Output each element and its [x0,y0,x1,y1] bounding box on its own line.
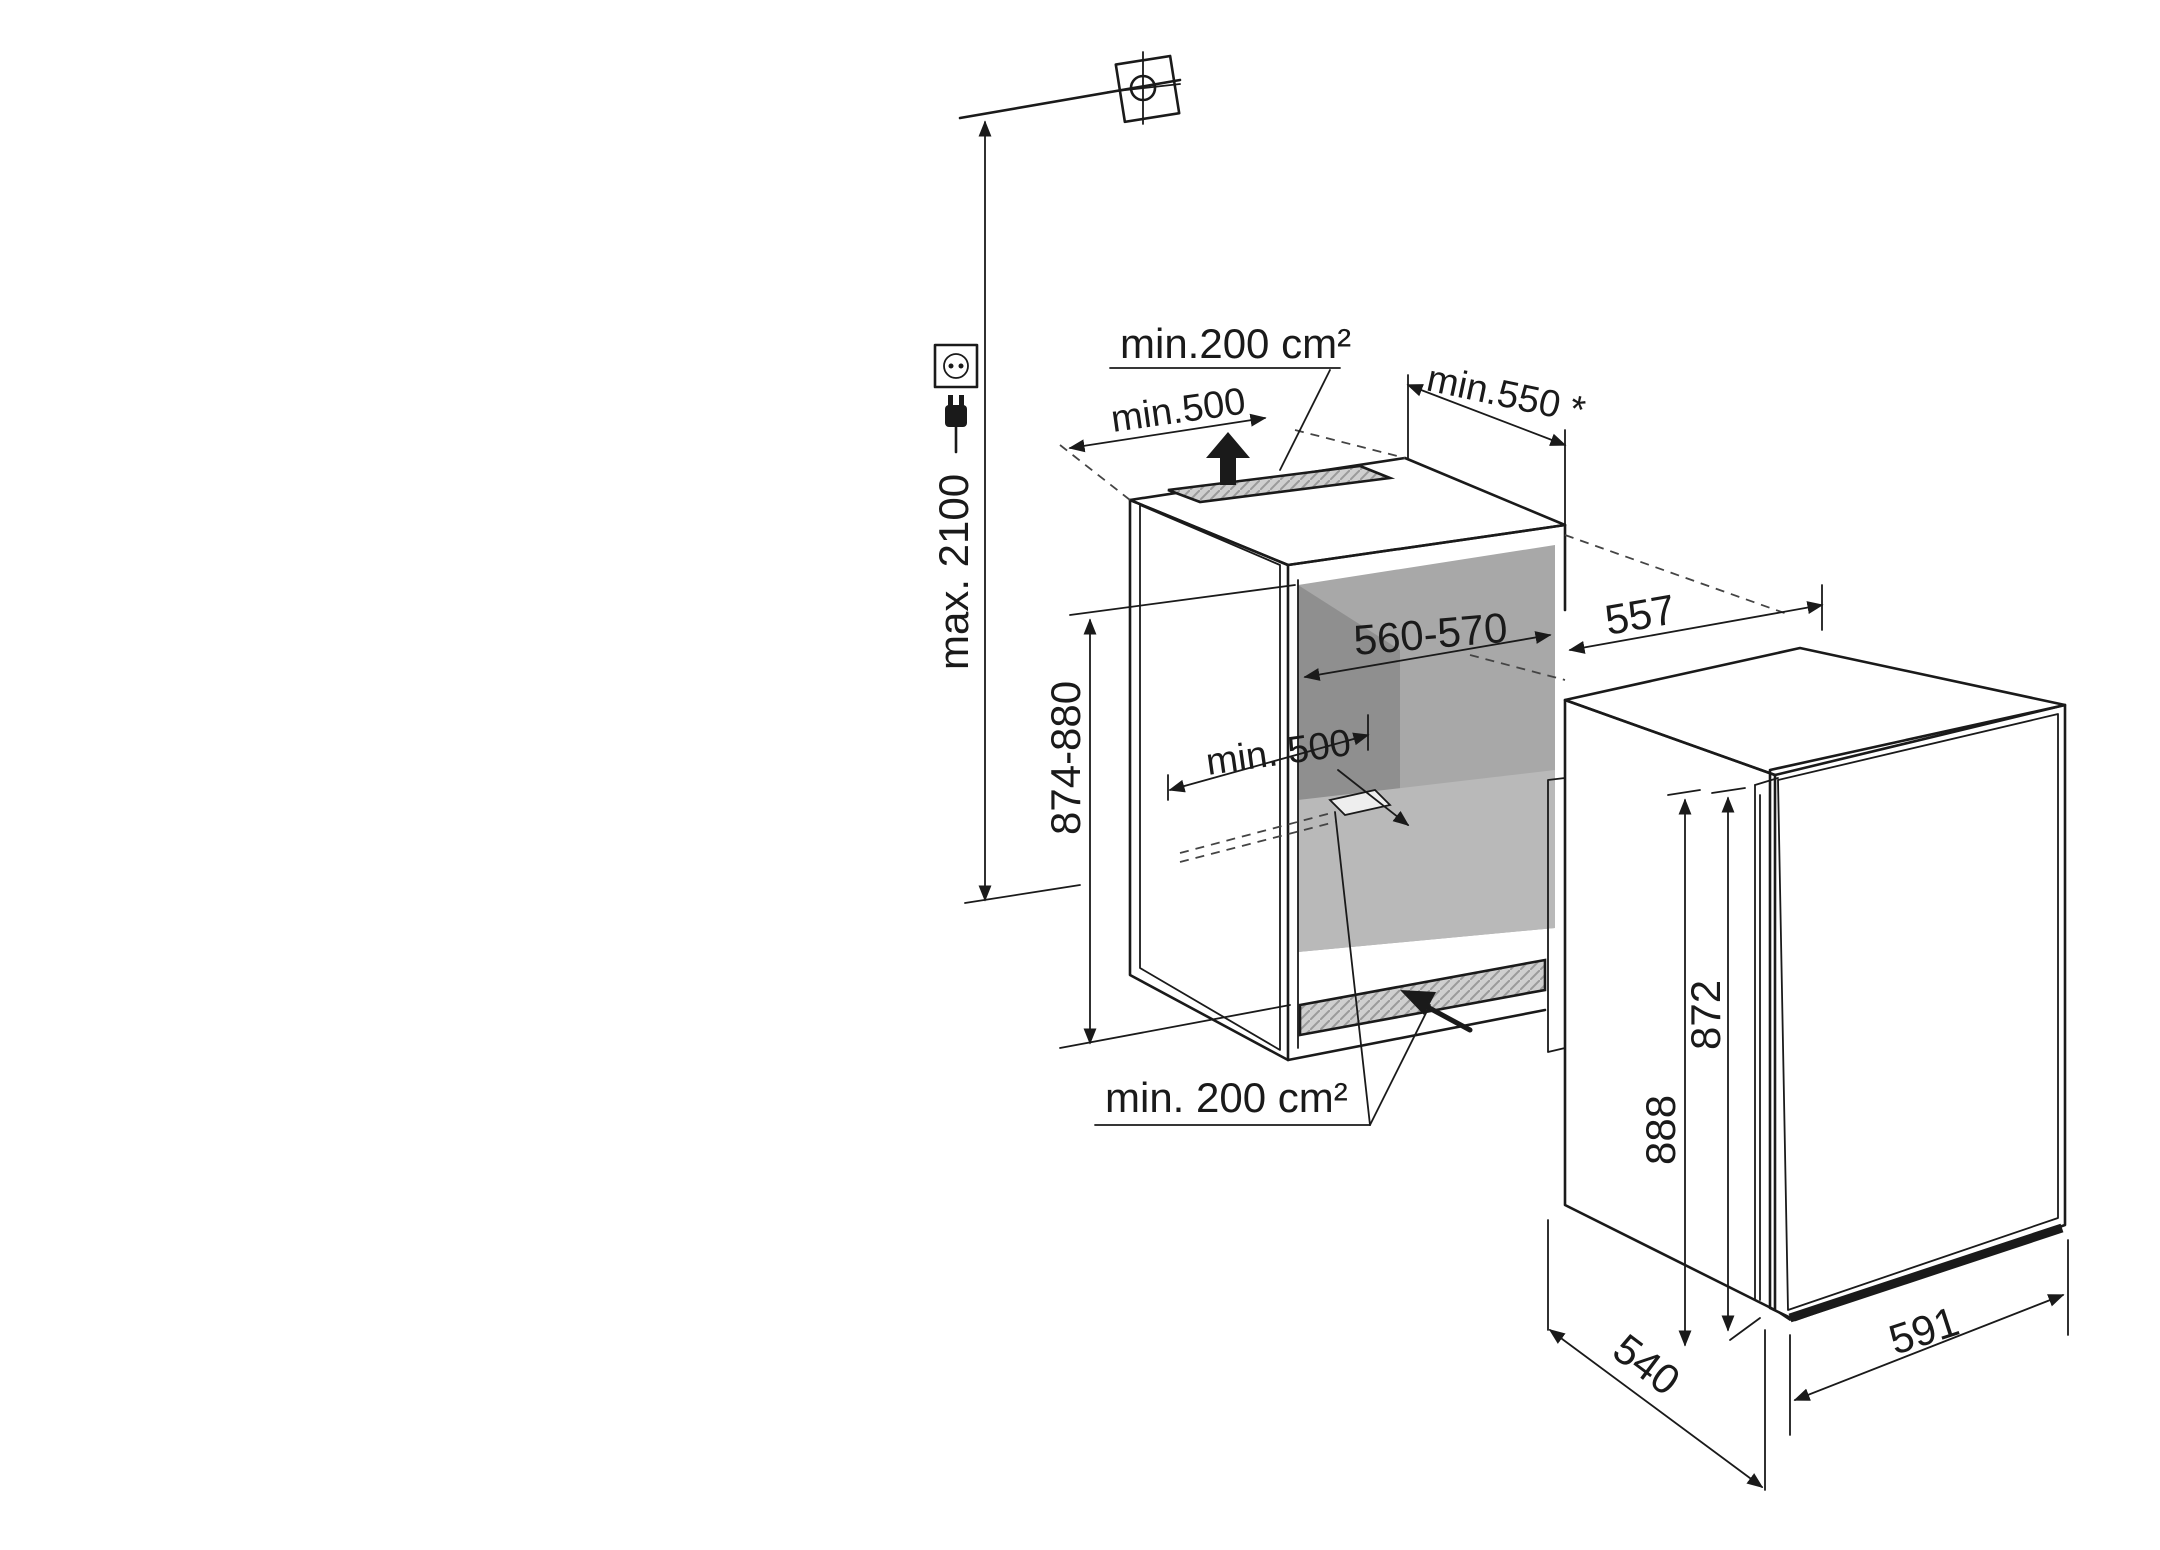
min-depth-asterisk-label: min.550 * [1423,358,1589,433]
max-height-dimension: max. 2100 [930,120,1081,904]
appliance-depth-label: 540 [1605,1325,1689,1405]
plug-icon [945,395,967,454]
niche-depth-label: 557 [1601,585,1678,643]
appliance-dimensions: 888 872 540 591 [1547,787,2069,1491]
installation-niche [1059,429,1791,1062]
appliance-height-door-label: 872 [1682,980,1729,1050]
vent-bottom-area-label: min. 200 cm² [1105,1074,1348,1121]
socket-icon [933,343,979,389]
niche-height-label: 874-880 [1042,681,1089,835]
appliance-width-label: 591 [1883,1297,1964,1363]
appliance-height-total-label: 888 [1637,1095,1684,1165]
ceiling-mount-icon [958,51,1182,125]
vent-top-area-label: min.200 cm² [1120,320,1351,367]
max-height-label: max. 2100 [930,474,977,670]
appliance-unit [1547,646,2067,1323]
